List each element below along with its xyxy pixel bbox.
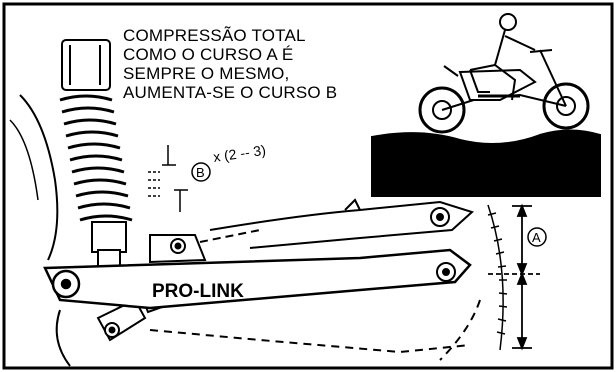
caption-line-1: COMPRESSÃO TOTAL	[123, 26, 306, 45]
a-circle	[527, 227, 547, 247]
shock-absorber	[59, 39, 133, 286]
travel-arc	[487, 204, 508, 351]
raised-dashed	[199, 229, 261, 243]
stroke-a-indicator	[488, 203, 540, 351]
stroke-b-indicator	[148, 145, 188, 212]
lower-dashed	[149, 329, 471, 354]
b-letter: B	[196, 165, 205, 180]
wheel-dashed	[439, 299, 481, 361]
frame-lower	[55, 309, 71, 367]
motorcycle-illustration	[371, 13, 601, 197]
b-formula: x (2 -- 3)	[212, 142, 267, 165]
shock-spring	[59, 94, 133, 222]
terrain	[371, 129, 601, 197]
swingarm	[43, 248, 472, 310]
rear-axle	[436, 262, 456, 282]
link-bracket	[149, 234, 207, 264]
b-circle	[191, 162, 211, 182]
a-letter: A	[532, 230, 541, 245]
caption-line-4: AUMENTA-SE O CURSO B	[123, 83, 338, 102]
caption-text: COMPRESSÃO TOTAL COMO O CURSO A É SEMPRE…	[123, 26, 373, 102]
pro-link-brand: PRO-LINK	[152, 281, 244, 302]
caption-line-2: COMO O CURSO A É	[123, 45, 294, 64]
swingarm-raised	[209, 198, 474, 249]
frame-tube-inner	[9, 119, 39, 201]
frame-tube	[19, 94, 59, 261]
rider-head	[499, 13, 517, 31]
caption-line-3: SEMPRE O MESMO,	[123, 64, 290, 83]
